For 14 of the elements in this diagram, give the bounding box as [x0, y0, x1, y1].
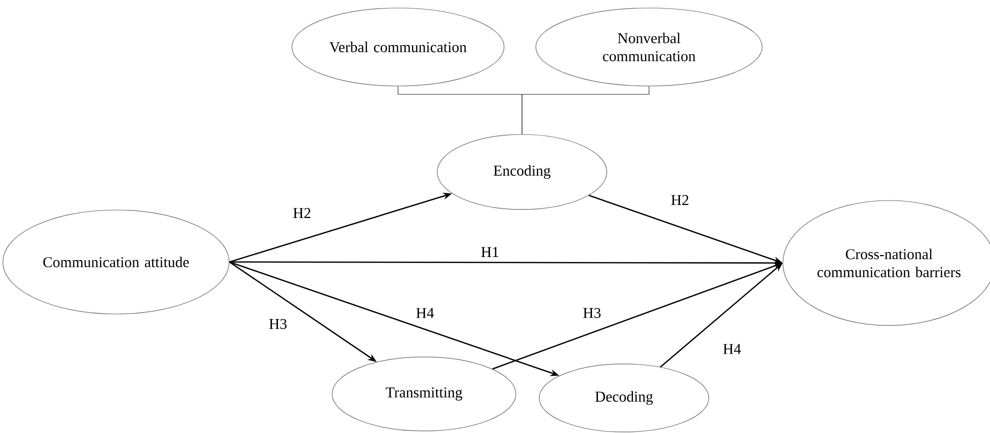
ellipse-node: Verbal communication — [292, 8, 504, 86]
edge-label: H3 — [268, 318, 288, 330]
edge-label: H3 — [582, 306, 602, 320]
ellipse-node: Nonverbal communication — [536, 8, 762, 86]
edge-label: H4 — [414, 307, 436, 319]
ellipse-node: Communication attitude — [2, 210, 230, 314]
bracket-connector — [522, 86, 650, 135]
ellipse-node: Encoding — [436, 134, 608, 210]
edge-label: H2 — [292, 207, 312, 219]
edge-label: H2 — [670, 194, 690, 206]
edge-label: H4 — [722, 343, 742, 355]
ellipse-node: Transmitting — [332, 356, 516, 432]
ellipse-node: Decoding — [538, 364, 710, 432]
edge-label: H1 — [480, 246, 500, 258]
